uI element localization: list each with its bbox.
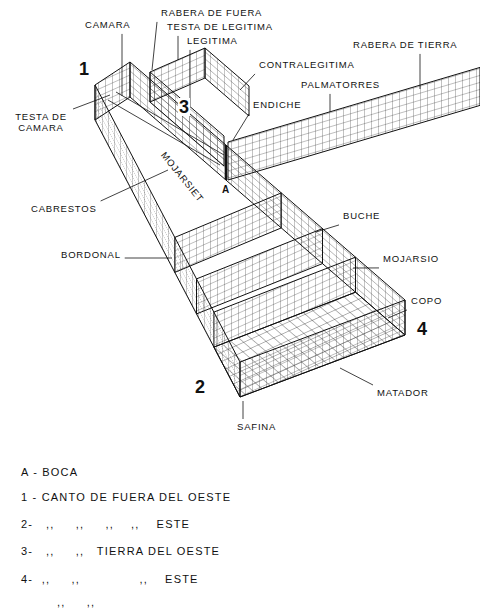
part-label: MOJARSIO xyxy=(382,254,440,265)
part-label: CABRESTOS xyxy=(30,204,98,215)
leader-line xyxy=(122,34,123,96)
leader-line xyxy=(388,310,407,318)
callout-number: 1 xyxy=(78,60,90,78)
part-label: CAMARA xyxy=(84,20,131,31)
leader-line xyxy=(233,114,249,140)
part-label: MATADOR xyxy=(376,388,430,399)
leader-line xyxy=(420,54,421,89)
part-label: MOJARSIET xyxy=(158,149,206,205)
endiche-post xyxy=(225,145,227,180)
near-wall xyxy=(95,85,240,397)
contralegitima-wall xyxy=(205,48,249,116)
testa-legitima-wall xyxy=(150,48,205,102)
callout-number: 2 xyxy=(194,378,206,396)
part-label: PALMATORRES xyxy=(300,80,381,91)
leader-line xyxy=(178,36,179,60)
part-label: TESTA DE LEGITIMA xyxy=(166,22,274,33)
leader-line xyxy=(340,368,373,385)
legend-line: 2- ,, ,, ,, ,, ESTE xyxy=(20,518,191,531)
leader-line xyxy=(125,258,172,259)
part-label: LEGITIMA xyxy=(186,36,239,47)
leader-line xyxy=(330,94,331,112)
part-label: RABERA DE TIERRA xyxy=(352,40,458,51)
legend-line: ,, ,, xyxy=(56,596,96,609)
part-label: ENDICHE xyxy=(252,100,302,111)
callout-number: 3 xyxy=(178,98,190,116)
part-label: BUCHE xyxy=(342,211,381,222)
legend-line: 4- ,, ,, ,, ESTE xyxy=(20,573,200,586)
leader-line xyxy=(152,22,157,70)
net-walls xyxy=(95,48,480,397)
leader-line xyxy=(73,95,110,109)
leader-line xyxy=(101,170,168,201)
leader-line xyxy=(243,401,244,419)
part-label: BORDONAL xyxy=(60,250,122,261)
legend-line: 1 - CANTO DE FUERA DEL OESTE xyxy=(20,491,232,504)
legend-line: 3- ,, ,, TIERRA DEL OESTE xyxy=(20,545,221,558)
legend-line: A - BOCA xyxy=(20,466,79,479)
leader-line xyxy=(316,225,339,232)
rabera-wall xyxy=(228,67,480,180)
leader-line xyxy=(353,267,379,268)
part-label: TESTA DE CAMARA xyxy=(12,112,70,134)
callout-letter: A xyxy=(221,184,230,196)
callout-number: 4 xyxy=(416,320,428,338)
cabresto-line xyxy=(116,92,224,155)
part-label: CONTRALEGITIMA xyxy=(258,60,356,71)
part-label: RABERA DE FUERA xyxy=(160,8,263,19)
part-label: SAFINA xyxy=(236,422,277,433)
leader-line xyxy=(240,74,255,90)
part-label: COPO xyxy=(410,296,443,307)
cross-wall xyxy=(240,300,405,397)
